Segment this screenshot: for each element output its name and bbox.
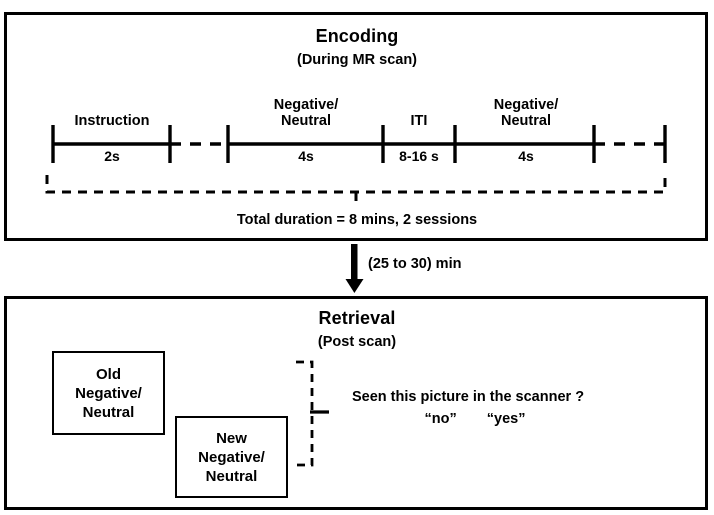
segment-label-negative-neutral-1: Negative/ Neutral — [273, 97, 339, 129]
total-duration-caption: Total duration = 8 mins, 2 sessions — [236, 212, 478, 228]
encoding-title: Encoding — [315, 26, 399, 46]
segment-label-negative-neutral-2: Negative/ Neutral — [493, 97, 559, 129]
stimulus-box-old: Old Negative/ Neutral — [52, 351, 165, 435]
transition-duration-label: (25 to 30) min — [368, 256, 462, 272]
transition-down-arrow-icon — [345, 244, 364, 293]
segment-label-iti: ITI — [410, 113, 428, 129]
segment-duration-iti: 8-16 s — [399, 148, 439, 164]
response-option-no: “no” — [424, 411, 457, 427]
retrieval-question: Seen this picture in the scanner ? — [352, 389, 585, 405]
retrieval-subtitle: (Post scan) — [317, 334, 397, 350]
segment-duration-negative-neutral-1: 4s — [298, 148, 314, 164]
stimulus-box-new: New Negative/ Neutral — [175, 416, 288, 498]
arrow-head — [345, 279, 364, 293]
retrieval-response-options: “no” “yes” — [352, 411, 598, 427]
encoding-subtitle: (During MR scan) — [296, 52, 418, 68]
segment-duration-negative-neutral-2: 4s — [518, 148, 534, 164]
segment-duration-instruction: 2s — [104, 148, 120, 164]
segment-label-instruction: Instruction — [74, 113, 150, 129]
response-option-yes: “yes” — [486, 411, 526, 427]
arrow-stem — [351, 244, 358, 282]
retrieval-title: Retrieval — [318, 308, 396, 328]
